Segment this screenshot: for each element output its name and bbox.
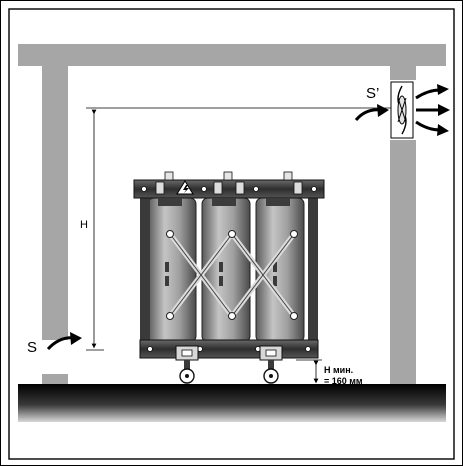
bottom-yoke <box>139 339 319 359</box>
frame-rail-right <box>308 196 318 342</box>
coil-left <box>147 197 197 343</box>
wheel-left <box>175 345 199 384</box>
ceiling <box>18 44 446 66</box>
min-height-label-line1: H мин. <box>324 365 353 375</box>
height-label: H <box>80 219 88 231</box>
transformer <box>133 171 325 384</box>
frame-rail-left <box>140 196 150 342</box>
wheel-right <box>259 345 283 384</box>
left-wall-lower <box>42 374 68 384</box>
inlet-arrow-head <box>70 332 82 345</box>
coil-middle <box>201 197 251 343</box>
outflow-arrows <box>415 84 450 136</box>
left-wall-upper <box>42 66 68 340</box>
right-wall-lower <box>390 140 416 384</box>
outlet-label: S’ <box>366 85 379 102</box>
height-label-bg <box>77 215 91 231</box>
high-voltage-warning-icon <box>176 180 194 195</box>
inner-frame <box>8 8 455 460</box>
exhaust-fan-icon <box>390 81 414 139</box>
inlet-label: S <box>27 339 37 356</box>
min-height-label-line2: = 160 мм <box>324 376 363 386</box>
floor-slab <box>18 384 446 422</box>
outlet-inflow-arrow-head <box>377 104 389 117</box>
right-wall-top <box>390 66 416 80</box>
coil-right <box>255 197 305 343</box>
